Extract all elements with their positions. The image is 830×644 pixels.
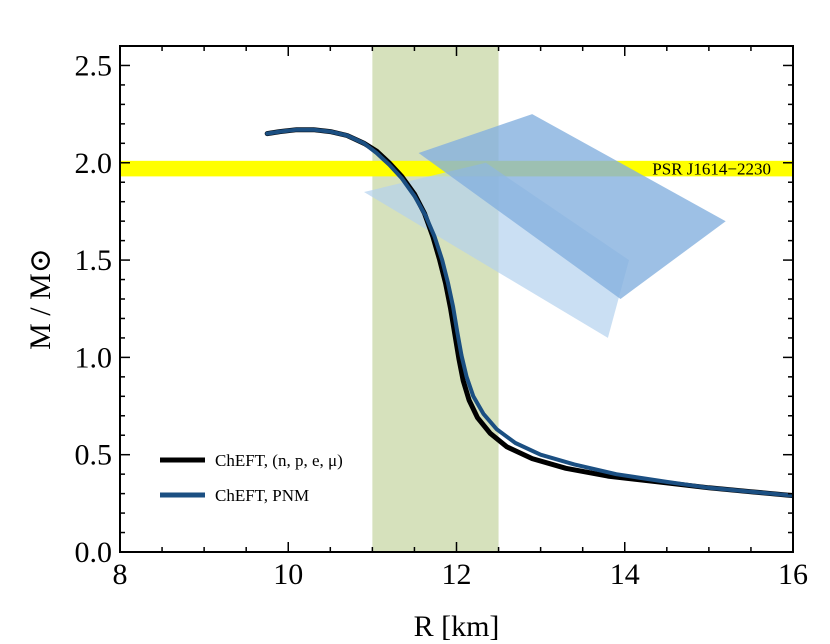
tick-labels-layer: 8 10 12 14 16 0.0 0.5 1.0 1.5 2.0 2.5 [75, 49, 809, 591]
y-tick-label: 0.0 [75, 536, 113, 569]
regions-layer [364, 114, 726, 338]
x-tick-label: 16 [778, 558, 808, 591]
y-axis-title: M / M⊙ [24, 248, 57, 350]
bands-layer [120, 46, 793, 552]
axis-titles: R [km] M / M⊙ [24, 248, 499, 643]
series-layer [264, 127, 793, 499]
ticks-layer [119, 45, 794, 553]
observational-region-1 [364, 162, 629, 338]
x-tick-label: 10 [273, 558, 303, 591]
x-axis-title: R [km] [414, 610, 500, 643]
annotation-layer: PSR J1614−2230 [652, 160, 771, 179]
y-tick-label: 2.0 [75, 147, 113, 180]
legend-label-1: ChEFT, (n, p, e, μ) [215, 451, 343, 470]
legend-label-2: ChEFT, PNM [215, 486, 309, 505]
legend: ChEFT, (n, p, e, μ) ChEFT, PNM [160, 451, 343, 505]
y-tick-label: 0.5 [75, 439, 113, 472]
radius-constraint-band [372, 46, 499, 552]
x-tick-label: 8 [113, 558, 128, 591]
observational-region-2 [418, 114, 726, 299]
series-line-2 [265, 127, 793, 498]
y-tick-label: 1.0 [75, 341, 113, 374]
x-tick-label: 12 [442, 558, 472, 591]
y-tick-label: 1.5 [75, 244, 113, 277]
y-tick-label: 2.5 [75, 49, 113, 82]
pulsar-label: PSR J1614−2230 [652, 160, 771, 179]
x-tick-label: 14 [610, 558, 640, 591]
